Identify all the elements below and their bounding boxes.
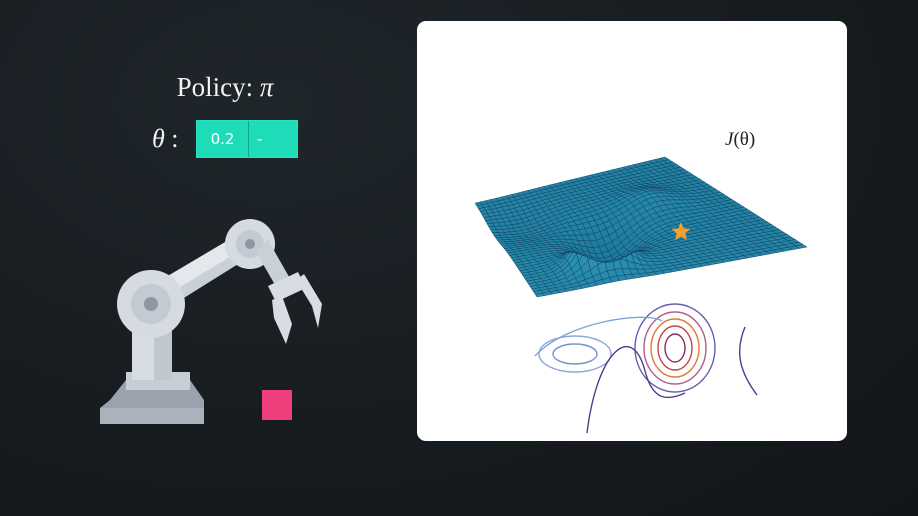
objective-surface-plot [474, 156, 808, 434]
target-cube [262, 390, 292, 420]
robot-arm-illustration [100, 219, 322, 424]
policy-label: Policy: [176, 72, 260, 102]
parameter-vector: 0.2 - [196, 120, 298, 158]
contour-plot [534, 303, 758, 434]
parameter-cell-1: - [249, 121, 297, 157]
gripper-palm [268, 272, 306, 302]
surface-mesh [474, 156, 808, 298]
optimum-star-marker [671, 222, 691, 241]
robot-forearm [256, 240, 292, 290]
gripper-finger-right [296, 274, 322, 328]
objective-label: J(θ) [725, 129, 756, 150]
theta-label: θ : [152, 124, 196, 154]
policy-symbol: π [259, 72, 274, 102]
parameter-cell-0: 0.2 [197, 121, 249, 157]
theta-parameter-row: θ : 0.2 - [152, 120, 298, 158]
policy-title: Policy: π [0, 72, 450, 103]
gripper-finger-left [272, 296, 292, 344]
objective-plot-card: J(θ) [417, 21, 847, 441]
theta-colon: : [164, 124, 179, 153]
theta-symbol: θ [152, 124, 165, 153]
